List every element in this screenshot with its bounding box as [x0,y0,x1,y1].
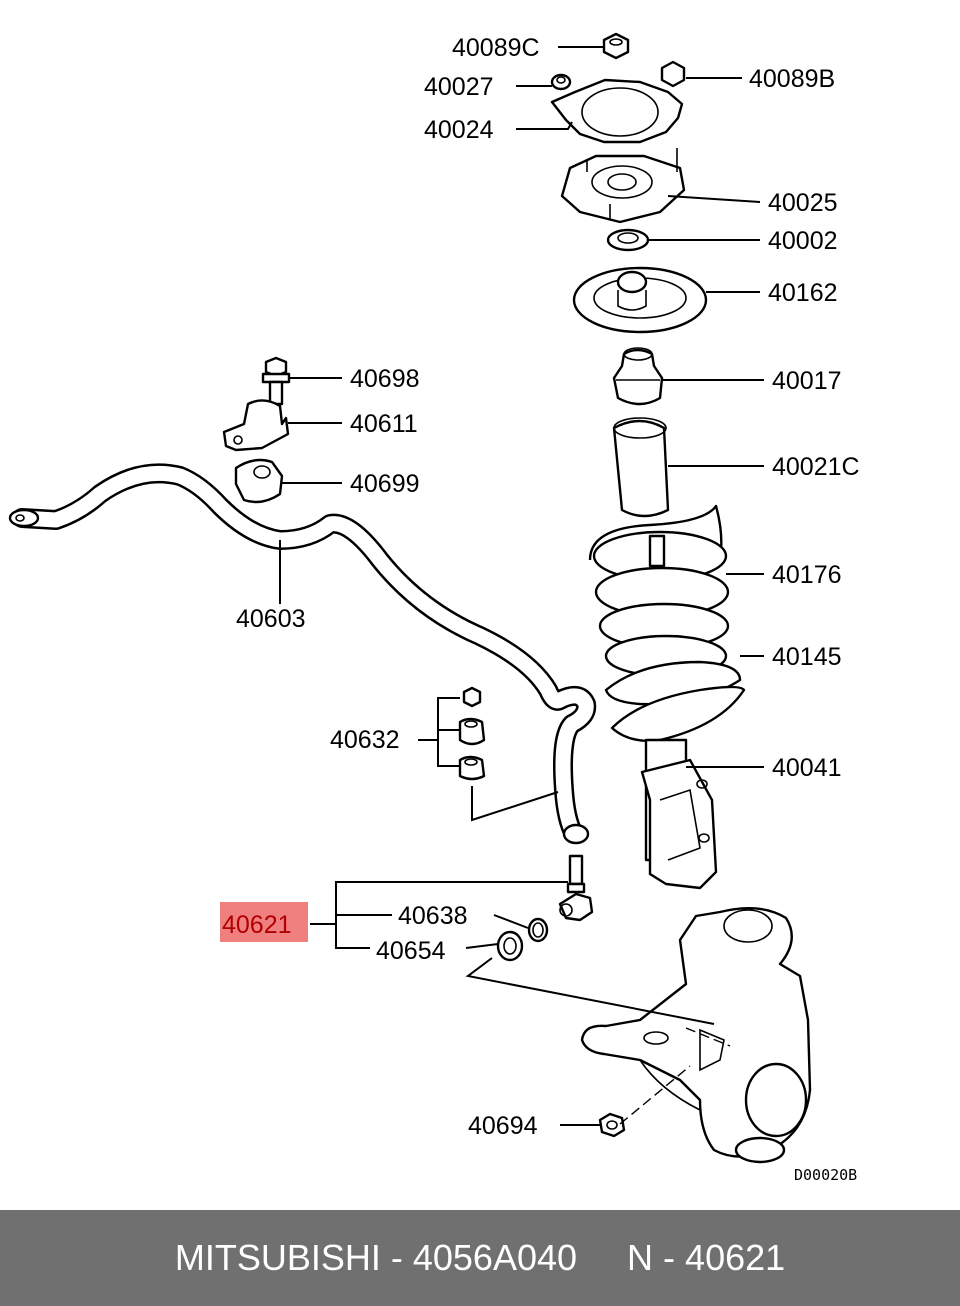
label-40176: 40176 [772,561,842,589]
label-40694: 40694 [468,1112,538,1140]
parts-diagram: 40089C 40027 40024 40089B 40025 40002 40… [8,32,860,1184]
washer-40027 [550,73,572,91]
footer-brand: MITSUBISHI [174,1237,381,1278]
label-40025: 40025 [768,189,838,217]
bolt-40698 [261,356,291,406]
footer-n-prefix: N [627,1237,654,1278]
nut-40089c [602,32,630,60]
strut-mount-40025 [560,148,686,224]
label-40699: 40699 [350,470,420,498]
label-40621: 40621 [222,911,292,939]
label-40027: 40027 [424,73,494,101]
label-40632: 40632 [330,726,400,754]
ring-40638 [527,917,549,943]
label-40089b: 40089B [749,65,835,93]
footer-part-number: 4056A040 [412,1237,578,1278]
spring-seat-40162 [572,266,708,334]
dust-boot-40021c [612,417,670,518]
label-40654: 40654 [376,937,446,965]
label-40041: 40041 [772,754,842,782]
footer-sep-1: - [380,1237,413,1278]
nut-40089b [660,60,686,88]
label-40021c: 40021C [772,453,860,481]
stabilizer-link-40621 [558,854,594,922]
label-40089c: 40089C [452,34,540,62]
footer-bar: MITSUBISHI - 4056A040 N - 40621 [0,1210,960,1306]
highlight-40621 [220,902,308,942]
label-40002: 40002 [768,227,838,255]
bump-stop-40017 [612,347,664,406]
label-40698: 40698 [350,365,420,393]
footer-ref: 40621 [685,1237,786,1278]
seal-40654 [496,930,524,962]
footer-sep-2: - [653,1237,686,1278]
label-40145: 40145 [772,643,842,671]
bushing-40699 [234,458,284,504]
label-40162: 40162 [768,279,838,307]
assembly-guides [465,786,731,1125]
label-40638: 40638 [398,902,468,930]
bearing-40002 [606,228,650,252]
plate-40024 [550,78,684,144]
drawing-code: D00020B [794,1166,857,1184]
label-40024: 40024 [424,116,494,144]
nut-bushing-set-40632 [458,686,486,781]
bracket-40611 [222,399,290,452]
label-40611: 40611 [350,410,418,438]
knuckle [580,907,812,1164]
leader-lines [279,46,764,1126]
nut-40694 [598,1112,626,1138]
label-40017: 40017 [772,367,842,395]
label-40603: 40603 [236,605,306,633]
part-labels: 40089C 40027 40024 40089B 40025 40002 40… [222,34,860,1184]
strut-40041 [610,685,746,890]
footer-gap [577,1237,627,1279]
stabilizer-bar-40603 [8,463,597,845]
coil-spring-40176 [588,504,730,678]
